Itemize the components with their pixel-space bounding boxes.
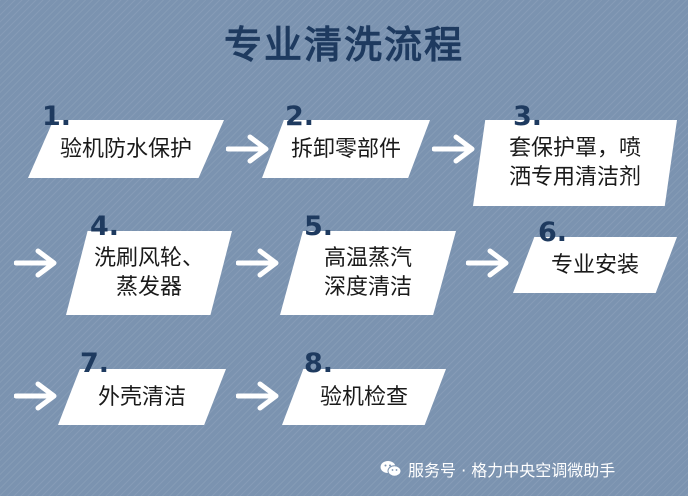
step-card-3: 套保护罩，喷 洒专用清洁剂	[473, 120, 677, 206]
step-label-8: 验机检查	[319, 384, 408, 410]
wechat-icon	[380, 461, 402, 477]
step-card-2: 拆卸零部件	[262, 120, 430, 178]
right-arrow-icon	[14, 381, 57, 411]
page-title: 专业清洗流程	[223, 23, 464, 67]
right-arrow-icon	[466, 248, 509, 278]
step-card-5: 高温蒸汽 深度清洁	[280, 231, 456, 315]
step-number-5: 5.	[304, 211, 334, 242]
step-number-2: 2.	[285, 101, 315, 132]
step-number-7: 7.	[80, 348, 110, 379]
right-arrow-icon	[226, 134, 269, 164]
step-number-4: 4.	[90, 211, 120, 242]
footer-text: 服务号 · 格力中央空调微助手	[408, 461, 616, 480]
right-arrow-icon	[432, 134, 475, 164]
step-card-1: 验机防水保护	[28, 120, 224, 178]
step-number-3: 3.	[513, 101, 543, 132]
right-arrow-icon	[14, 248, 57, 278]
step-card-8: 验机检查	[282, 369, 446, 425]
step-label-3: 套保护罩，喷 洒专用清洁剂	[508, 136, 641, 190]
step-number-6: 6.	[538, 217, 568, 248]
step-label-4: 洗刷风轮、 蒸发器	[93, 246, 204, 300]
right-arrow-icon	[236, 248, 279, 278]
step-label-5: 高温蒸汽 深度清洁	[323, 246, 412, 300]
step-number-8: 8.	[304, 348, 334, 379]
step-label-7: 外壳清洁	[97, 384, 186, 410]
step-card-4: 洗刷风轮、 蒸发器	[66, 231, 232, 315]
right-arrow-icon	[236, 381, 279, 411]
step-card-6: 专业安装	[513, 237, 677, 293]
step-label-1: 验机防水保护	[59, 136, 192, 162]
step-card-7: 外壳清洁	[58, 369, 226, 425]
footer-attribution: 服务号 · 格力中央空调微助手	[380, 457, 680, 481]
step-number-1: 1.	[42, 101, 72, 132]
step-label-2: 拆卸零部件	[290, 136, 401, 162]
step-label-6: 专业安装	[550, 252, 639, 278]
